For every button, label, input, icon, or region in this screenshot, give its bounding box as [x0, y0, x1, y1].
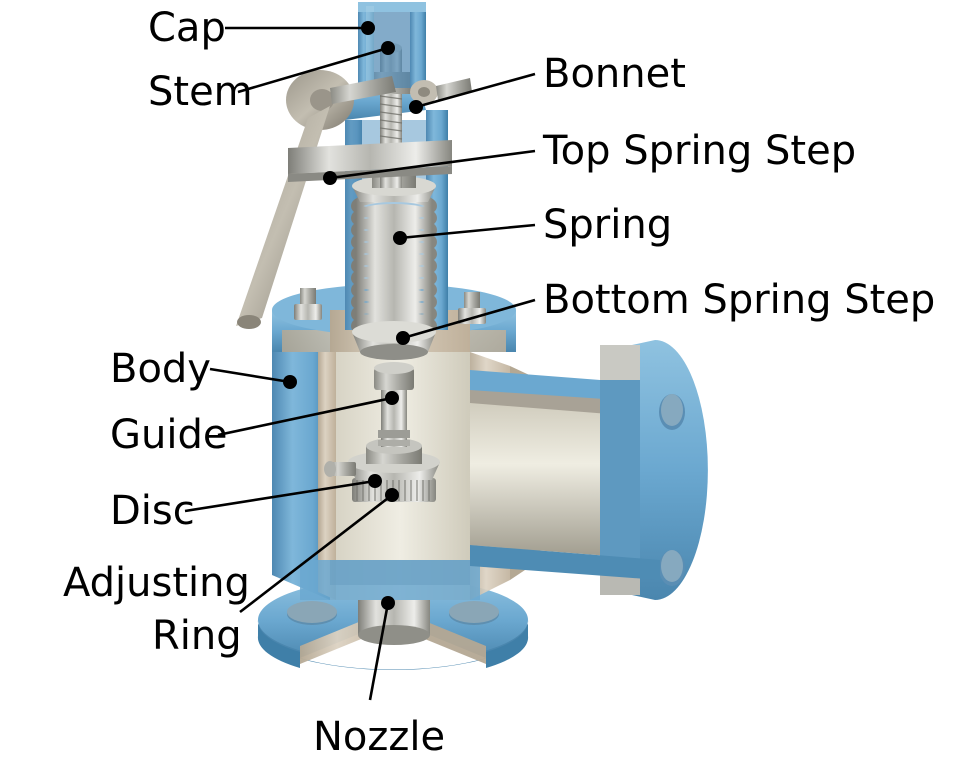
- leader-line-top-spring-step: [329, 149, 536, 180]
- label-disc: Disc: [110, 488, 195, 534]
- outlet-flange: [470, 340, 708, 600]
- guide: [374, 362, 414, 447]
- label-cap: Cap: [148, 5, 226, 51]
- bonnet-stud-left: [294, 288, 322, 320]
- label-ring: Ring: [152, 613, 242, 659]
- label-stem: Stem: [148, 69, 253, 115]
- label-top-spring-step: Top Spring Step: [543, 128, 857, 174]
- leader-line-body: [209, 367, 291, 384]
- label-nozzle: Nozzle: [313, 714, 446, 760]
- label-body: Body: [110, 346, 211, 392]
- spring: [351, 192, 437, 340]
- label-adjusting: Adjusting: [63, 560, 250, 606]
- leader-dot-spring: [393, 231, 407, 245]
- leader-line-stem: [237, 46, 389, 94]
- leader-dot-nozzle: [381, 596, 395, 610]
- disc: [348, 438, 440, 480]
- leader-line-nozzle: [368, 602, 390, 701]
- leader-dot-disc: [368, 474, 382, 488]
- leader-dot-bottom-spring-step: [396, 331, 410, 345]
- leader-line-bonnet: [415, 72, 536, 109]
- adjusting-ring-set-screw: [324, 461, 356, 477]
- leader-lines: [184, 21, 536, 701]
- leader-line-guide: [217, 396, 393, 437]
- leader-dot-adjusting: [385, 488, 399, 502]
- leader-dot-bonnet: [409, 100, 423, 114]
- leader-dot-body: [283, 375, 297, 389]
- disc-assembly: [324, 438, 440, 502]
- leader-line-spring: [399, 223, 536, 240]
- leader-line-disc: [184, 479, 376, 513]
- leader-dot-cap: [361, 21, 375, 35]
- leader-dot-stem: [381, 41, 395, 55]
- bottom-spring-step: [352, 321, 436, 360]
- leader-line-adjusting: [239, 493, 393, 614]
- label-bottom-spring-step: Bottom Spring Step: [543, 277, 936, 323]
- lever: [236, 70, 472, 329]
- leader-dot-guide: [385, 391, 399, 405]
- label-bonnet: Bonnet: [543, 51, 686, 97]
- leader-line-bottom-spring-step: [402, 298, 536, 340]
- leader-dot-top-spring-step: [323, 171, 337, 185]
- label-spring: Spring: [543, 202, 673, 248]
- label-guide: Guide: [110, 412, 228, 458]
